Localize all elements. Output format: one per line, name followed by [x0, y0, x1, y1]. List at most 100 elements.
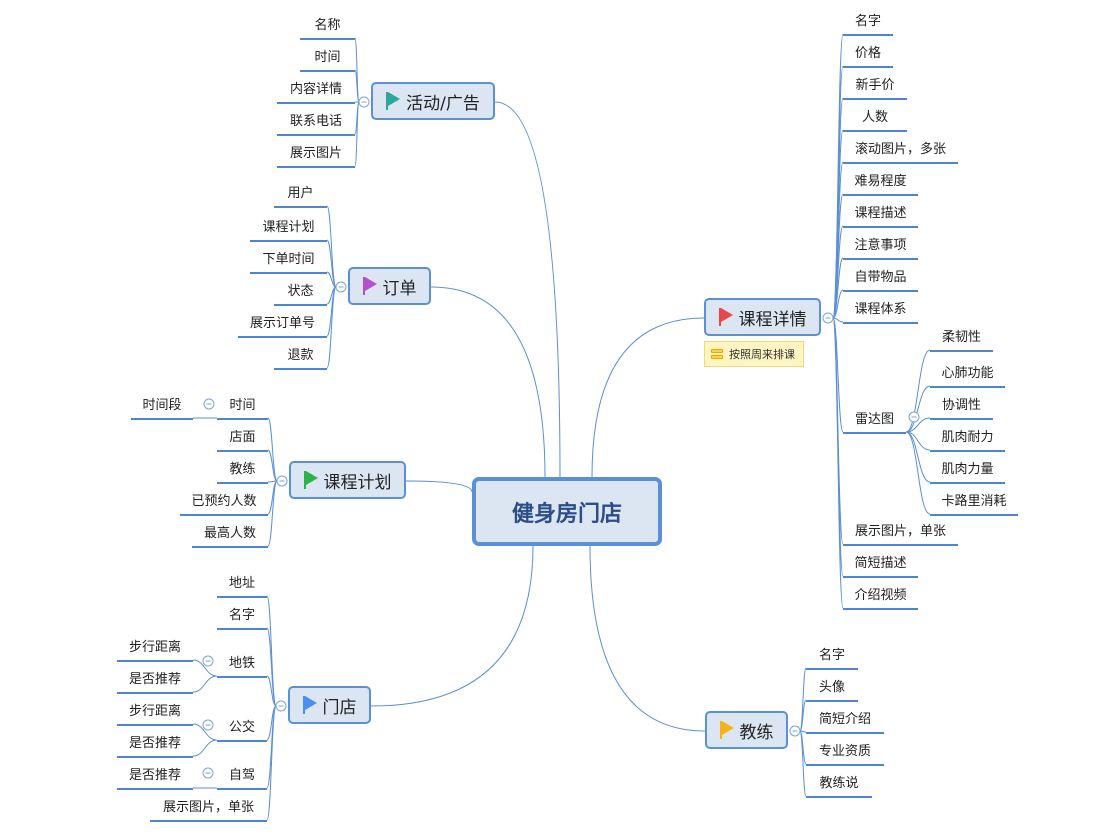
- course-item[interactable]: 课程描述: [843, 204, 918, 228]
- course-item[interactable]: 滚动图片，多张: [843, 140, 958, 164]
- store-item[interactable]: 自驾: [217, 766, 267, 790]
- schedule-item[interactable]: 店面: [217, 428, 268, 452]
- activity-item[interactable]: 内容详情: [277, 80, 355, 104]
- branch-label: 教练: [739, 722, 774, 743]
- note-icon: [711, 349, 723, 359]
- store-item[interactable]: 地址: [217, 574, 267, 598]
- connector: [267, 449, 278, 482]
- store-item[interactable]: 名字: [217, 606, 267, 630]
- connector: [267, 480, 278, 547]
- branch-schedule[interactable]: 课程计划: [289, 461, 406, 499]
- connector: [832, 97, 844, 319]
- order-item[interactable]: 展示订单号: [238, 314, 327, 338]
- time-sub-item[interactable]: 时间段: [131, 396, 193, 420]
- coach-item[interactable]: 教练说: [806, 774, 872, 798]
- course-item[interactable]: 注意事项: [843, 236, 918, 260]
- course-item[interactable]: 介绍视频: [843, 586, 918, 610]
- coach-item[interactable]: 专业资质: [806, 742, 884, 766]
- connector: [354, 101, 360, 135]
- coach-item[interactable]: 简短介绍: [806, 710, 884, 734]
- order-item[interactable]: 课程计划: [250, 218, 327, 242]
- flag-icon: [302, 696, 317, 714]
- course-item[interactable]: 雷达图: [843, 410, 906, 434]
- central-topic[interactable]: 健身房门店: [472, 477, 662, 546]
- branch-connector: [430, 286, 546, 478]
- order-item[interactable]: 用户: [274, 184, 327, 208]
- branch-label: 课程计划: [323, 472, 392, 493]
- branch-order[interactable]: 订单: [348, 267, 431, 305]
- flag-icon: [303, 471, 318, 489]
- connector: [832, 33, 844, 319]
- connector: [326, 205, 337, 288]
- collapse-bus-icon[interactable]: [202, 719, 214, 731]
- flag-icon: [718, 308, 733, 326]
- collapse-activity-icon[interactable]: [358, 96, 370, 108]
- connector: [326, 286, 337, 305]
- order-item[interactable]: 下单时间: [250, 250, 327, 274]
- connector: [905, 431, 931, 483]
- radar-sub-item[interactable]: 柔韧性: [930, 328, 993, 352]
- branch-course[interactable]: 课程详情: [704, 298, 821, 336]
- course-item[interactable]: 难易程度: [843, 172, 918, 196]
- course-item[interactable]: 价格: [843, 44, 893, 68]
- coach-item[interactable]: 名字: [806, 646, 858, 670]
- collapse-order-icon[interactable]: [335, 281, 347, 293]
- course-note[interactable]: 按照周来排课: [704, 341, 804, 367]
- connector: [905, 385, 931, 433]
- collapse-radar-icon[interactable]: [908, 411, 920, 423]
- metro-sub-item[interactable]: 是否推荐: [117, 670, 193, 694]
- note-text: 按照周来排课: [729, 348, 795, 361]
- schedule-item[interactable]: 时间: [217, 396, 268, 420]
- course-item[interactable]: 新手价: [843, 76, 907, 100]
- branch-label: 课程详情: [738, 309, 807, 330]
- radar-sub-item[interactable]: 肌肉耐力: [930, 428, 1005, 452]
- course-item[interactable]: 简短描述: [843, 554, 918, 578]
- order-item[interactable]: 状态: [274, 282, 327, 306]
- course-item[interactable]: 课程体系: [843, 300, 918, 324]
- connector: [832, 317, 844, 609]
- collapse-drive-icon[interactable]: [202, 767, 214, 779]
- coach-item[interactable]: 头像: [806, 678, 858, 702]
- bus-sub-item[interactable]: 是否推荐: [117, 734, 193, 758]
- connector: [832, 289, 844, 319]
- bus-sub-item[interactable]: 步行距离: [117, 702, 193, 726]
- radar-sub-item[interactable]: 心肺功能: [930, 364, 1005, 388]
- collapse-store-icon[interactable]: [275, 700, 287, 712]
- course-item[interactable]: 名字: [843, 12, 893, 36]
- schedule-item[interactable]: 最高人数: [192, 524, 268, 548]
- radar-sub-item[interactable]: 肌肉力量: [930, 460, 1005, 484]
- activity-item[interactable]: 展示图片: [277, 144, 355, 168]
- connector: [832, 193, 844, 319]
- connector: [326, 286, 337, 337]
- collapse-time-icon[interactable]: [203, 398, 215, 410]
- store-item[interactable]: 公交: [217, 718, 267, 742]
- schedule-item[interactable]: 已预约人数: [180, 492, 268, 516]
- activity-item[interactable]: 时间: [300, 48, 355, 72]
- course-item[interactable]: 自带物品: [843, 268, 918, 292]
- order-item[interactable]: 退款: [274, 346, 327, 370]
- branch-connector: [589, 545, 706, 732]
- connector: [354, 69, 360, 103]
- collapse-metro-icon[interactable]: [202, 655, 214, 667]
- branch-connector: [370, 545, 534, 707]
- collapse-coach-icon[interactable]: [789, 725, 801, 737]
- connector: [905, 431, 931, 515]
- metro-sub-item[interactable]: 步行距离: [117, 638, 193, 662]
- course-item[interactable]: 人数: [843, 108, 907, 132]
- course-item[interactable]: 展示图片，单张: [843, 522, 958, 546]
- branch-activity[interactable]: 活动/广告: [371, 82, 495, 120]
- store-item[interactable]: 展示图片，单张: [150, 798, 267, 822]
- connector: [326, 271, 337, 288]
- schedule-item[interactable]: 教练: [217, 460, 268, 484]
- drive-sub-item[interactable]: 是否推荐: [117, 766, 193, 790]
- branch-coach[interactable]: 教练: [705, 711, 788, 749]
- activity-item[interactable]: 名称: [300, 16, 355, 40]
- activity-item[interactable]: 联系电话: [277, 112, 355, 136]
- connector: [832, 317, 844, 433]
- branch-store[interactable]: 门店: [288, 686, 371, 724]
- store-item[interactable]: 地铁: [217, 654, 267, 678]
- collapse-course-icon[interactable]: [822, 312, 834, 324]
- radar-sub-item[interactable]: 协调性: [930, 396, 993, 420]
- radar-sub-item[interactable]: 卡路里消耗: [930, 492, 1018, 516]
- collapse-schedule-icon[interactable]: [276, 475, 288, 487]
